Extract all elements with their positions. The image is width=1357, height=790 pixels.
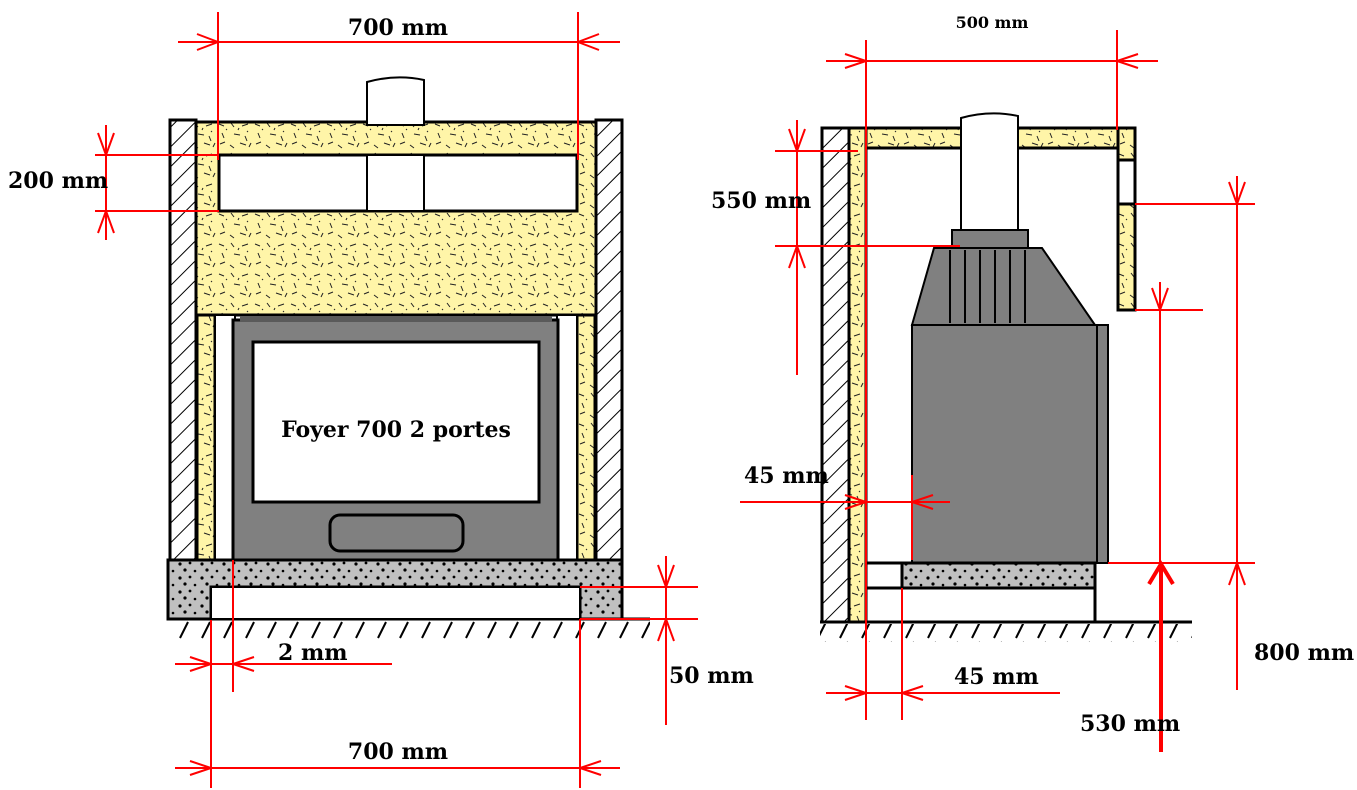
side-gap-45-bottom-label: 45 mm bbox=[954, 664, 1039, 690]
front-ground bbox=[168, 617, 650, 639]
side-ground bbox=[820, 620, 1192, 642]
side-base-gap bbox=[864, 561, 904, 590]
front-dim-200: 200 mm bbox=[8, 125, 219, 240]
side-concrete-base bbox=[900, 561, 1097, 590]
front-width-bottom-label: 700 mm bbox=[348, 739, 448, 765]
side-dim-500: 500 mm bbox=[826, 13, 1158, 720]
side-back-insulation bbox=[847, 126, 868, 624]
front-width-top-label: 700 mm bbox=[348, 15, 448, 41]
side-gap-45-top-label: 45 mm bbox=[744, 463, 829, 489]
side-front-lintel-gap bbox=[1116, 158, 1137, 206]
side-foyer bbox=[910, 229, 1109, 564]
foyer-ash-handle bbox=[328, 513, 465, 553]
side-height-800-label: 800 mm bbox=[1254, 640, 1354, 666]
side-back-wall bbox=[820, 126, 851, 624]
front-right-insulation bbox=[575, 313, 597, 562]
side-view: 500 mm 550 mm 45 mm 45 mm bbox=[711, 13, 1354, 752]
side-height-530-label: 530 mm bbox=[1080, 711, 1180, 737]
front-dim-50: 50 mm bbox=[580, 556, 754, 725]
front-base-50-label: 50 mm bbox=[669, 663, 754, 689]
front-left-insulation bbox=[195, 313, 217, 562]
side-flue-pipe bbox=[960, 112, 1019, 233]
foyer-label: Foyer 700 2 portes bbox=[281, 417, 511, 443]
front-foyer: Foyer 700 2 portes bbox=[231, 316, 560, 562]
side-dim-530: 530 mm bbox=[1080, 282, 1203, 752]
side-front-lintel bbox=[1116, 126, 1137, 162]
front-flue-inner bbox=[366, 154, 425, 212]
side-dim-45-bottom: 45 mm bbox=[826, 588, 1060, 720]
front-right-gap bbox=[556, 314, 578, 561]
front-flue-pipe bbox=[366, 76, 425, 126]
side-dim-550: 550 mm bbox=[711, 120, 960, 375]
side-height-550-label: 550 mm bbox=[711, 188, 811, 214]
front-concrete-base bbox=[166, 558, 624, 621]
side-width-500-label: 500 mm bbox=[956, 13, 1029, 32]
side-front-lintel-lower bbox=[1116, 202, 1137, 312]
side-plinth bbox=[864, 586, 1097, 624]
front-dim-width-bottom: 700 mm bbox=[175, 619, 620, 788]
front-gap-2-label: 2 mm bbox=[278, 640, 348, 666]
foyer-window bbox=[251, 340, 541, 504]
front-dim-width-top: 700 mm bbox=[178, 12, 620, 160]
front-left-wall bbox=[168, 118, 198, 562]
side-dim-800: 800 mm bbox=[1108, 176, 1354, 690]
front-view: Foyer 700 2 portes 700 mm 200 mm bbox=[8, 12, 754, 788]
side-dim-45-top: 45 mm bbox=[740, 463, 950, 560]
front-height-200-label: 200 mm bbox=[8, 168, 108, 194]
front-top-insulation bbox=[194, 120, 598, 317]
front-right-wall bbox=[594, 118, 624, 562]
